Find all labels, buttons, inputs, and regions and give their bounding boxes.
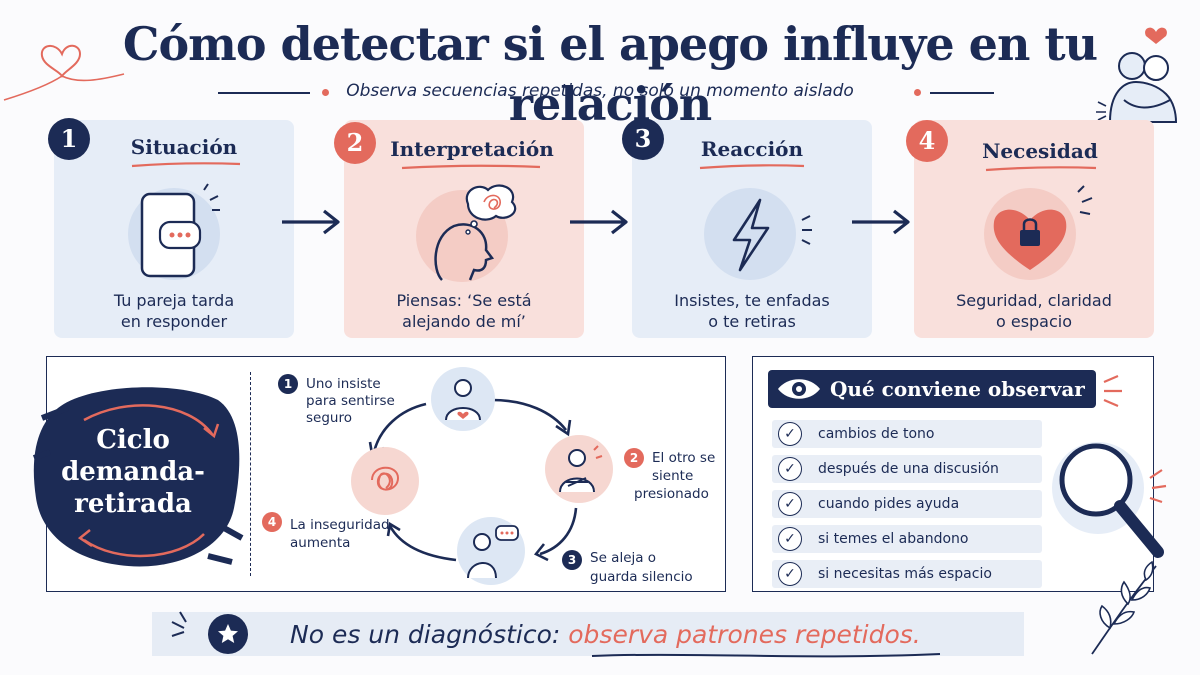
cycle-label-3b: guarda silencio bbox=[590, 569, 693, 585]
cycle-step-number-1: 1 bbox=[278, 374, 298, 394]
footer-prefix: No es un diagnóstico: bbox=[290, 620, 569, 649]
observe-title: Qué conviene observar bbox=[830, 377, 1085, 401]
phone-message-icon bbox=[128, 183, 220, 280]
cycle-label-4a: La inseguridad bbox=[290, 517, 390, 533]
subtitle-rule-right bbox=[930, 92, 994, 94]
step-number-1: 1 bbox=[48, 118, 90, 160]
page-title: Cómo detectar si el apego influye en tu … bbox=[122, 17, 1098, 131]
heart-doodle-icon bbox=[3, 44, 125, 101]
footer-highlight: observa patrones repetidos. bbox=[568, 620, 921, 649]
step-text-2b: alejando de mí’ bbox=[402, 312, 526, 331]
check-icon: ✓ bbox=[778, 422, 802, 446]
step-number-4: 4 bbox=[906, 120, 948, 162]
couple-hug-icon bbox=[1096, 27, 1178, 123]
step-arrow-3-icon bbox=[852, 209, 910, 235]
observe-header bbox=[768, 370, 1096, 408]
step-text-2a: Piensas: ‘Se está bbox=[396, 291, 532, 310]
observe-item-5: si necesitas más espacio bbox=[818, 566, 992, 582]
footer-spark-icon bbox=[171, 611, 187, 637]
step-title-2: Interpretación bbox=[390, 137, 554, 161]
observe-item-1: cambios de tono bbox=[818, 426, 935, 442]
observe-spark-icon bbox=[1103, 374, 1122, 408]
cycle-label-3a: Se aleja o bbox=[590, 550, 657, 566]
subtitle-rule-left bbox=[218, 92, 310, 94]
step-text-4b: o espacio bbox=[995, 312, 1073, 331]
cycle-label-4b: aumenta bbox=[290, 535, 351, 551]
cycle-label-1a: Uno insiste bbox=[306, 376, 381, 392]
lightning-icon bbox=[704, 188, 812, 280]
cycle-divider bbox=[250, 372, 251, 576]
magnifier-icon bbox=[1052, 442, 1167, 558]
cycle-label-1c: seguro bbox=[306, 410, 352, 426]
observe-row-4 bbox=[772, 525, 1042, 553]
step-title-3: Reacción bbox=[700, 137, 804, 161]
observe-row-5 bbox=[772, 560, 1042, 588]
cycle-title-line-1: Ciclo bbox=[96, 425, 170, 455]
cycle-title-brush bbox=[32, 387, 244, 567]
cycle-label-2a: El otro se bbox=[652, 450, 716, 466]
step-arrow-1-icon bbox=[282, 209, 340, 235]
eye-icon bbox=[778, 379, 820, 399]
observe-row-1 bbox=[772, 420, 1042, 448]
step-number-2: 2 bbox=[334, 122, 376, 164]
observe-row-2 bbox=[772, 455, 1042, 483]
insisting-person-icon bbox=[431, 367, 495, 431]
observe-item-4: si temes el abandono bbox=[818, 531, 969, 547]
check-icon: ✓ bbox=[778, 492, 802, 516]
cycle-step-number-3: 3 bbox=[562, 550, 582, 570]
step-text-1b: en responder bbox=[120, 312, 228, 331]
footer-band bbox=[152, 612, 1024, 656]
observe-item-3: cuando pides ayuda bbox=[818, 496, 960, 512]
cycle-step-number-4: 4 bbox=[262, 512, 282, 532]
step-text-3a: Insistes, te enfadas bbox=[674, 291, 830, 310]
tangled-thoughts-icon bbox=[351, 447, 419, 515]
cycle-label-2b: siente bbox=[652, 468, 694, 484]
subtitle-dot-left bbox=[322, 89, 329, 96]
observe-row-3 bbox=[772, 490, 1042, 518]
step-text-1a: Tu pareja tarda bbox=[113, 291, 235, 310]
heart-lock-icon bbox=[984, 185, 1093, 280]
footer-underline bbox=[591, 653, 941, 658]
page-subtitle: Observa secuencias repetidas, no solo un… bbox=[346, 81, 854, 101]
title-underlines bbox=[131, 162, 1097, 172]
step-number-3: 3 bbox=[622, 118, 664, 160]
leaf-sprig-icon bbox=[1091, 560, 1157, 655]
subtitle-dot-right bbox=[914, 89, 921, 96]
step-arrow-2-icon bbox=[570, 209, 628, 235]
pressured-person-icon bbox=[545, 435, 613, 503]
step-title-1: Situación bbox=[130, 135, 238, 159]
footer-note: No es un diagnóstico: observa patrones r… bbox=[290, 618, 990, 652]
check-icon: ✓ bbox=[778, 457, 802, 481]
step-text-4a: Seguridad, claridad bbox=[956, 291, 1112, 310]
cycle-label-1b: para sentirse bbox=[306, 393, 395, 409]
step-text-3b: o te retiras bbox=[708, 312, 796, 331]
star-icon bbox=[218, 624, 238, 643]
step-title-4: Necesidad bbox=[982, 139, 1098, 163]
withdrawn-person-icon bbox=[457, 517, 525, 585]
cycle-title-line-2: demanda- bbox=[61, 457, 205, 487]
check-icon: ✓ bbox=[778, 562, 802, 586]
observe-item-2: después de una discusión bbox=[818, 461, 999, 477]
thinking-head-icon bbox=[416, 184, 517, 282]
cycle-step-number-2: 2 bbox=[624, 448, 644, 468]
cycle-title-line-3: retirada bbox=[74, 489, 192, 519]
cycle-label-2c: presionado bbox=[634, 486, 709, 502]
check-icon: ✓ bbox=[778, 527, 802, 551]
